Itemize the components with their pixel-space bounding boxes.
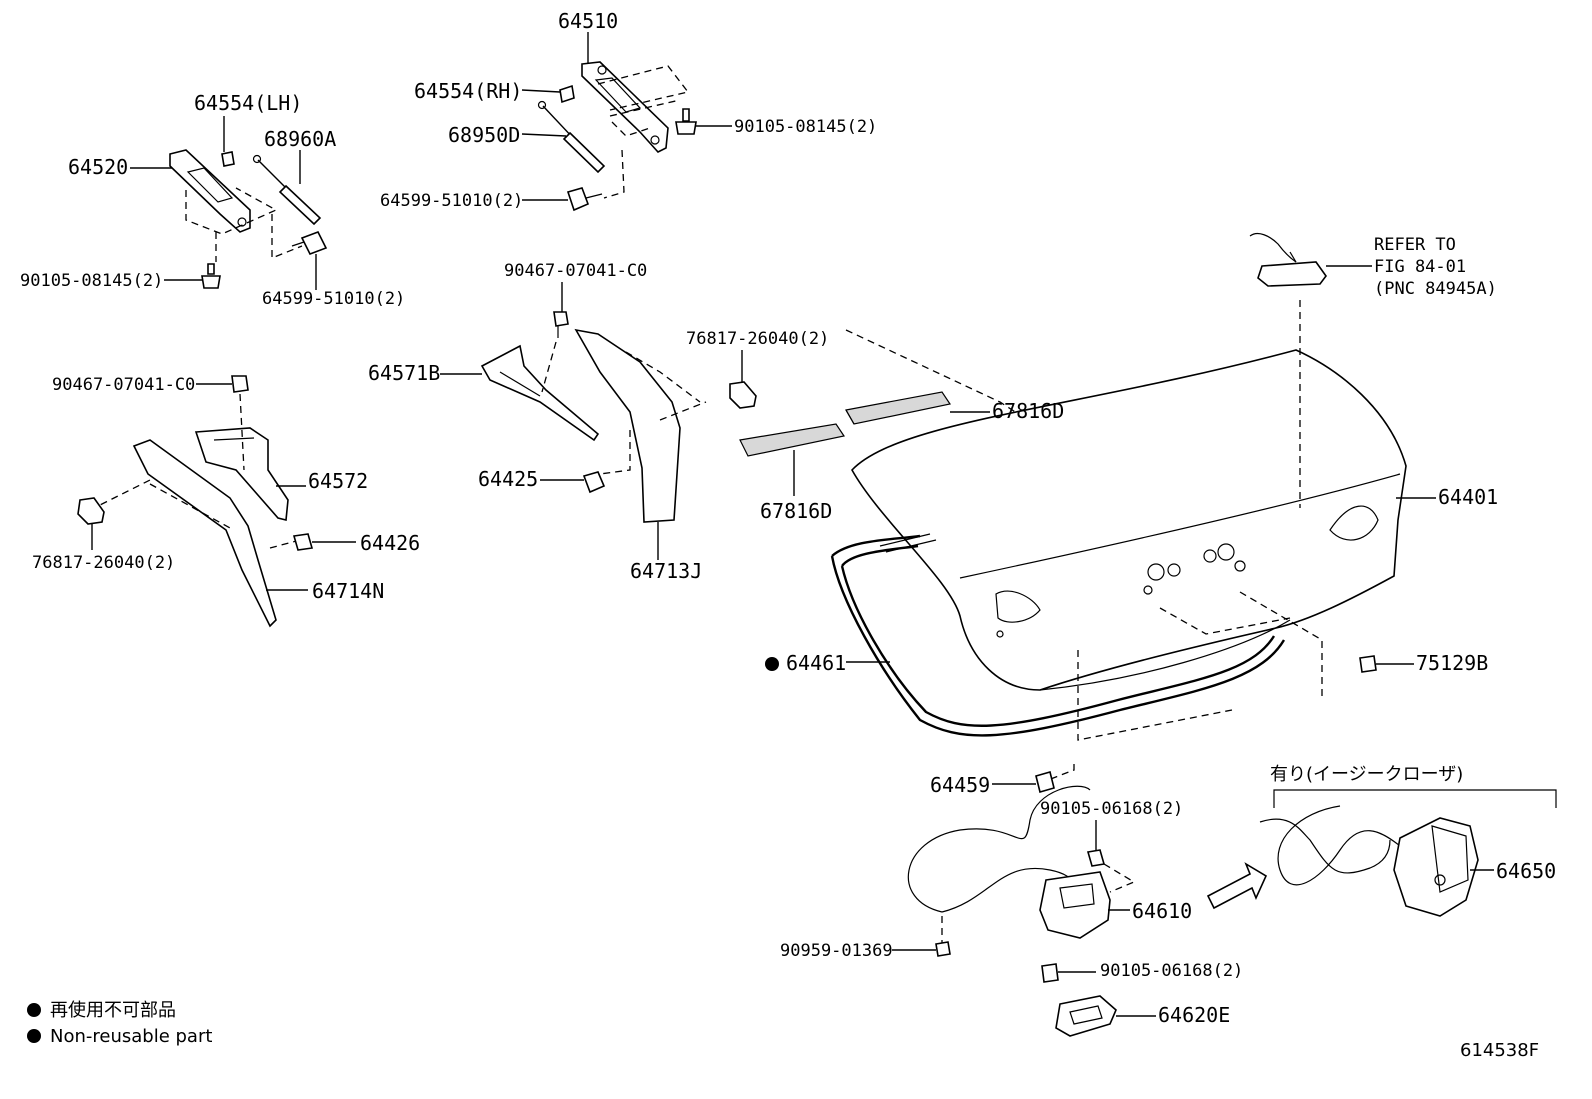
- bolt-90105-top: [675, 108, 697, 135]
- label-90105-06168-b: 90105-06168(2): [1100, 961, 1243, 981]
- label-76817-mid: 76817-26040(2): [686, 329, 829, 349]
- refer-line-1: REFER TO: [1374, 235, 1456, 255]
- clip-90959: [935, 941, 951, 957]
- bracket-76817-mid: [729, 381, 757, 409]
- figure-id: 614538F: [1460, 1040, 1539, 1061]
- refer-line-2: FIG 84-01: [1374, 257, 1466, 277]
- clip-90467-left: [231, 375, 249, 471]
- label-64554-lh: 64554(LH): [194, 91, 302, 115]
- handle-assembly-ref: [1249, 232, 1327, 287]
- label-64426: 64426: [360, 531, 420, 555]
- pad-67816d-upper: [845, 391, 951, 425]
- legend-jp: 再使用不可部品: [50, 1000, 176, 1021]
- label-67816d-upper: 67816D: [992, 399, 1064, 423]
- label-64459: 64459: [930, 773, 990, 797]
- label-90959: 90959-01369: [780, 941, 893, 961]
- clip-90467-mid: [541, 311, 569, 393]
- trunk-lid-64401: [851, 300, 1407, 781]
- label-90105-08145-top: 90105-08145(2): [734, 117, 877, 137]
- label-64510: 64510: [558, 9, 618, 33]
- label-90467-mid: 90467-07041-C0: [504, 261, 647, 281]
- legend: 再使用不可部品 Non-reusable part: [27, 1000, 212, 1047]
- label-75129b: 75129B: [1416, 651, 1488, 675]
- legend-dot-icon: [27, 1003, 41, 1017]
- easy-closer-label: 有り(イージークローザ): [1270, 764, 1463, 785]
- label-64520: 64520: [68, 155, 128, 179]
- hinge-left-assembly: [169, 149, 303, 262]
- hinge-bushing-lh: [221, 151, 235, 167]
- stud-64599-left: [291, 230, 328, 256]
- label-64461: 64461: [786, 651, 846, 675]
- label-64572: 64572: [308, 469, 368, 493]
- label-64650: 64650: [1496, 859, 1556, 883]
- label-90105-06168-a: 90105-06168(2): [1040, 799, 1183, 819]
- gas-strut-68950d: [537, 100, 606, 174]
- pad-67816d-lower: [739, 423, 845, 457]
- weatherstrip-64461: [830, 533, 1286, 737]
- gas-strut-68960a: [252, 154, 322, 226]
- trim-64571b: [480, 344, 600, 442]
- label-67816d-lower: 67816D: [760, 499, 832, 523]
- trim-64713j: [574, 328, 707, 523]
- label-68950d: 68950D: [448, 123, 520, 147]
- label-64554-rh: 64554(RH): [414, 79, 522, 103]
- label-64610: 64610: [1132, 899, 1192, 923]
- part-labels: 64510 64554(RH) 90105-08145(2) 68950D 64…: [20, 9, 1556, 1027]
- clip-64425: [582, 471, 606, 494]
- direction-arrow-icon: [1206, 862, 1268, 910]
- label-64571b: 64571B: [368, 361, 440, 385]
- bolt-90105-06168-b: [1041, 963, 1059, 983]
- refer-note: REFER TO FIG 84-01 (PNC 84945A): [1374, 235, 1497, 299]
- label-68960a: 68960A: [264, 127, 336, 151]
- legend-en: Non-reusable part: [50, 1026, 212, 1047]
- stud-64599-top: [566, 187, 603, 212]
- label-64401: 64401: [1438, 485, 1498, 509]
- leader-lines: [91, 32, 1494, 1017]
- label-64620e: 64620E: [1158, 1003, 1230, 1027]
- striker-64620e: [1055, 995, 1117, 1037]
- label-64599-top: 64599-51010(2): [380, 191, 523, 211]
- plug-75129b: [1359, 655, 1377, 673]
- label-64425: 64425: [478, 467, 538, 491]
- label-76817-left: 76817-26040(2): [32, 553, 175, 573]
- bolt-90105-left: [201, 263, 221, 289]
- label-90105-08145-left: 90105-08145(2): [20, 271, 163, 291]
- bolt-90105-06168-a: [1086, 849, 1106, 867]
- label-64599-left: 64599-51010(2): [262, 289, 405, 309]
- label-90467-left: 90467-07041-C0: [52, 375, 195, 395]
- clip-64426: [292, 533, 314, 551]
- label-64714n: 64714N: [312, 579, 384, 603]
- bumper-64459: [1035, 771, 1055, 793]
- lock-64610: [907, 785, 1391, 944]
- bracket-76817-left: [77, 497, 105, 525]
- hinge-right-assembly: [581, 61, 690, 199]
- legend-dot-icon: [27, 1029, 41, 1043]
- trim-64572: [194, 427, 289, 522]
- non-reusable-marker-icon: [765, 657, 779, 671]
- label-64713j: 64713J: [630, 559, 702, 583]
- hinge-bushing-rh: [559, 84, 575, 104]
- refer-line-3: (PNC 84945A): [1374, 279, 1497, 299]
- easy-closer-group: [1206, 789, 1557, 917]
